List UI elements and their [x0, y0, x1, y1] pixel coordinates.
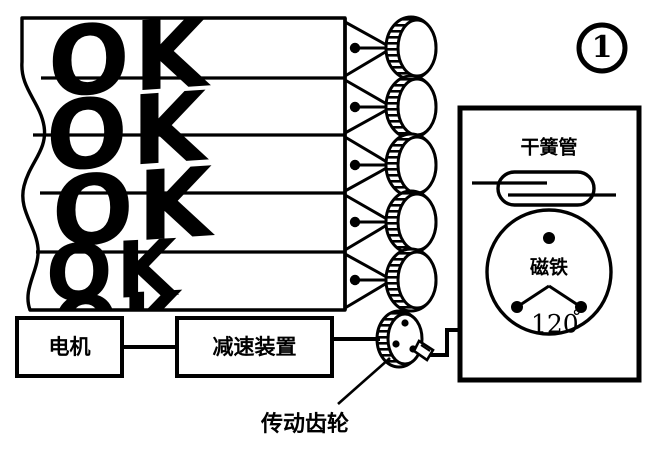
sensor-to-panel-link	[430, 328, 460, 357]
reducer-block	[175, 316, 334, 378]
slat-gear-2	[384, 74, 438, 140]
reducer-block-label: 减速装置	[213, 335, 297, 359]
figure-marker-group: 1	[576, 22, 628, 74]
reed-switch-label: 干簧管	[520, 136, 577, 159]
figure-marker-label: 1	[592, 30, 613, 65]
slat-text-layer: OK OK OK OK OK	[46, 0, 216, 372]
slat-gear-1	[384, 15, 438, 81]
slat-row-2-text: OK	[46, 70, 210, 193]
drive-linkage-lines	[332, 328, 460, 357]
magnet-angle-value: 120	[531, 310, 579, 339]
reed-switch-envelope	[496, 170, 596, 207]
slat-dividers	[33, 76, 345, 254]
magnet-pole-right	[575, 301, 587, 313]
figure-marker-circle	[576, 22, 628, 74]
magnet-pole-left	[511, 301, 523, 313]
linkage-pivot-1	[349, 42, 361, 54]
drive-gear-magnet-2	[392, 340, 400, 348]
slat-glyphs-2: OK	[46, 70, 210, 193]
slat-gear-4	[384, 189, 438, 255]
slat-glyphs-1: OK	[48, 0, 212, 120]
magnet-angle-unit: °	[572, 306, 582, 328]
motor-block-label: 电机	[49, 335, 91, 359]
gear-column-group	[375, 15, 438, 369]
slat-glyphs-3: OK	[52, 146, 216, 269]
magnet-label: 磁铁	[530, 256, 568, 279]
reed-switch-symbol	[472, 170, 616, 207]
slat-row-5-text: OK	[52, 275, 187, 372]
linkage-pivot-3	[349, 159, 361, 171]
drive-gear-callout-label: 传动齿轮	[260, 411, 349, 437]
linkage-pivot-2	[349, 101, 361, 113]
linkage-pivot-5	[349, 274, 361, 286]
slat-glyphs-4: OK	[46, 224, 181, 321]
magnet-angle-arms	[516, 284, 582, 309]
reed-switch-sensor-body	[412, 339, 435, 362]
block-diagram-group: 电机 减速装置	[15, 316, 334, 378]
slat-row-4-text: OK	[46, 224, 181, 321]
magnet-symbol-group: 磁铁 120 °	[485, 208, 613, 339]
drive-gear	[375, 309, 424, 369]
display-board-group: OK OK OK OK OK	[20, 0, 347, 372]
slat-gear-3	[384, 132, 438, 198]
slat-gear-5	[384, 247, 438, 313]
display-board-outline	[20, 16, 347, 312]
drive-gear-callout-leader	[337, 357, 391, 405]
slat-glyphs-5: OK	[52, 275, 187, 372]
detail-panel-group: 干簧管 磁铁 120 °	[457, 105, 642, 383]
slat-row-3-text: OK	[52, 146, 216, 269]
magnet-pole-top	[543, 232, 555, 244]
linkage-pivot-4	[349, 216, 361, 228]
drive-gear-callout-group: 传动齿轮	[260, 357, 391, 437]
slat-row-1-text: OK	[48, 0, 212, 120]
drive-gear-magnet-1	[401, 319, 409, 327]
